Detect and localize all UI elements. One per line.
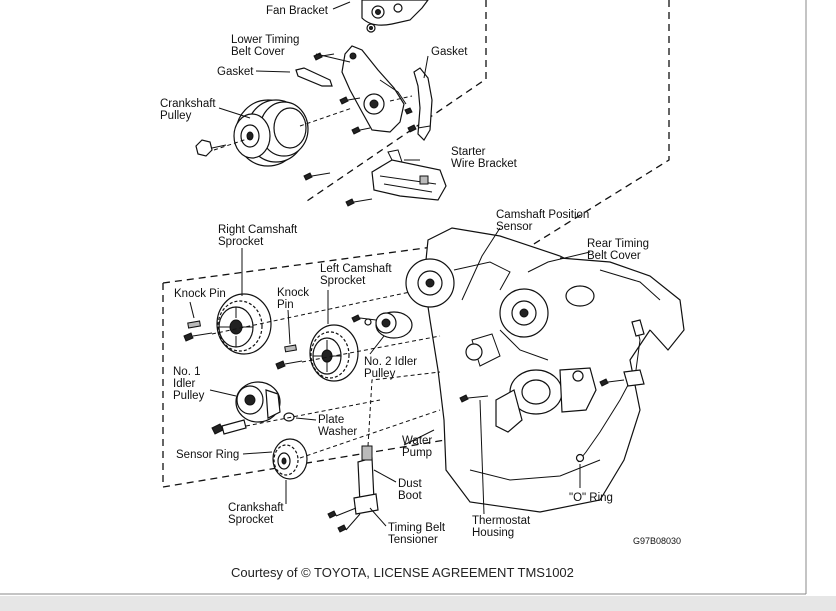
label-knock-pin2-line2: Pin: [277, 299, 294, 311]
label-crankshaft-pulley-line2: Pulley: [160, 110, 192, 122]
label-thermostat-line2: Housing: [472, 527, 514, 539]
lower-timing-belt-cover-part: [341, 45, 407, 133]
label-knock-pin2-line1: Knock: [277, 287, 309, 299]
courtesy-credit: Courtesy of © TOYOTA, LICENSE AGREEMENT …: [231, 565, 574, 580]
crankshaft-bolt-part: [195, 139, 227, 157]
figure-reference-code: G97B08030: [633, 536, 681, 546]
label-idler1-line2: Idler: [173, 378, 196, 390]
label-sensor-ring: Sensor Ring: [176, 449, 239, 461]
label-lower-timing-line1: Lower Timing: [231, 34, 299, 46]
part-labels: Fan Bracket Lower Timing Belt Cover Gask…: [160, 5, 681, 546]
gasket-left-part: [295, 67, 333, 87]
label-idler1-line1: No. 1: [173, 366, 201, 378]
label-tensioner-line2: Tensioner: [388, 534, 438, 546]
no2-idler-pulley-part: [351, 311, 413, 339]
gasket-right-part: [413, 67, 433, 141]
horizontal-scrollbar[interactable]: [0, 596, 836, 611]
label-idler2-line2: Pulley: [364, 368, 396, 380]
label-right-cam-line1: Right Camshaft: [218, 224, 298, 236]
label-crank-sprocket-line2: Sprocket: [228, 514, 274, 526]
label-cam-position-line2: Sensor: [496, 221, 533, 233]
idler-bolt-part: [211, 419, 247, 435]
label-dust-boot-line1: Dust: [398, 478, 422, 490]
label-rear-timing-line1: Rear Timing: [587, 238, 649, 250]
leader-lines: [189, 1, 591, 527]
label-gasket-left: Gasket: [217, 66, 254, 78]
knock-pins-part: [187, 320, 298, 353]
label-fan-bracket: Fan Bracket: [266, 5, 329, 17]
oil-dipstick-part: [575, 319, 645, 463]
label-cam-position-line1: Camshaft Position: [496, 209, 589, 221]
label-left-cam-line1: Left Camshaft: [320, 263, 392, 275]
right-camshaft-sprocket-part: [216, 293, 272, 355]
label-gasket-right: Gasket: [431, 46, 468, 58]
upper-group-boundary: [306, 0, 670, 271]
no1-idler-pulley-part: [235, 381, 281, 423]
label-dust-boot-line2: Boot: [398, 490, 422, 502]
crankshaft-pulley-part: [233, 99, 309, 167]
label-o-ring: "O" Ring: [569, 492, 613, 504]
label-right-cam-line2: Sprocket: [218, 236, 264, 248]
left-camshaft-sprocket-part: [309, 324, 359, 382]
label-idler2-line1: No. 2 Idler: [364, 356, 417, 368]
label-thermostat-line1: Thermostat: [472, 515, 531, 527]
label-starter-line1: Starter: [451, 146, 486, 158]
label-plate-line1: Plate: [318, 414, 344, 426]
timing-belt-tensioner-part: [335, 445, 379, 531]
label-left-cam-line2: Sprocket: [320, 275, 366, 287]
label-lower-timing-line2: Belt Cover: [231, 46, 285, 58]
label-knock-pin: Knock Pin: [174, 288, 226, 300]
label-water-pump-line2: Pump: [402, 447, 432, 459]
fan-bracket-part: [361, 0, 429, 33]
label-idler1-line3: Pulley: [173, 390, 205, 402]
lower-bolts: [183, 332, 489, 533]
plate-washer-part: [283, 412, 295, 422]
label-tensioner-line1: Timing Belt: [388, 522, 446, 534]
label-rear-timing-line2: Belt Cover: [587, 250, 641, 262]
label-water-pump-line1: Water: [402, 435, 432, 447]
label-crank-sprocket-line1: Crankshaft: [228, 502, 284, 514]
label-plate-line2: Washer: [318, 426, 357, 438]
label-crankshaft-pulley-line1: Crankshaft: [160, 98, 216, 110]
label-starter-line2: Wire Bracket: [451, 158, 518, 170]
crankshaft-sprocket-part: [272, 438, 308, 480]
starter-wire-bracket-part: [371, 149, 447, 201]
